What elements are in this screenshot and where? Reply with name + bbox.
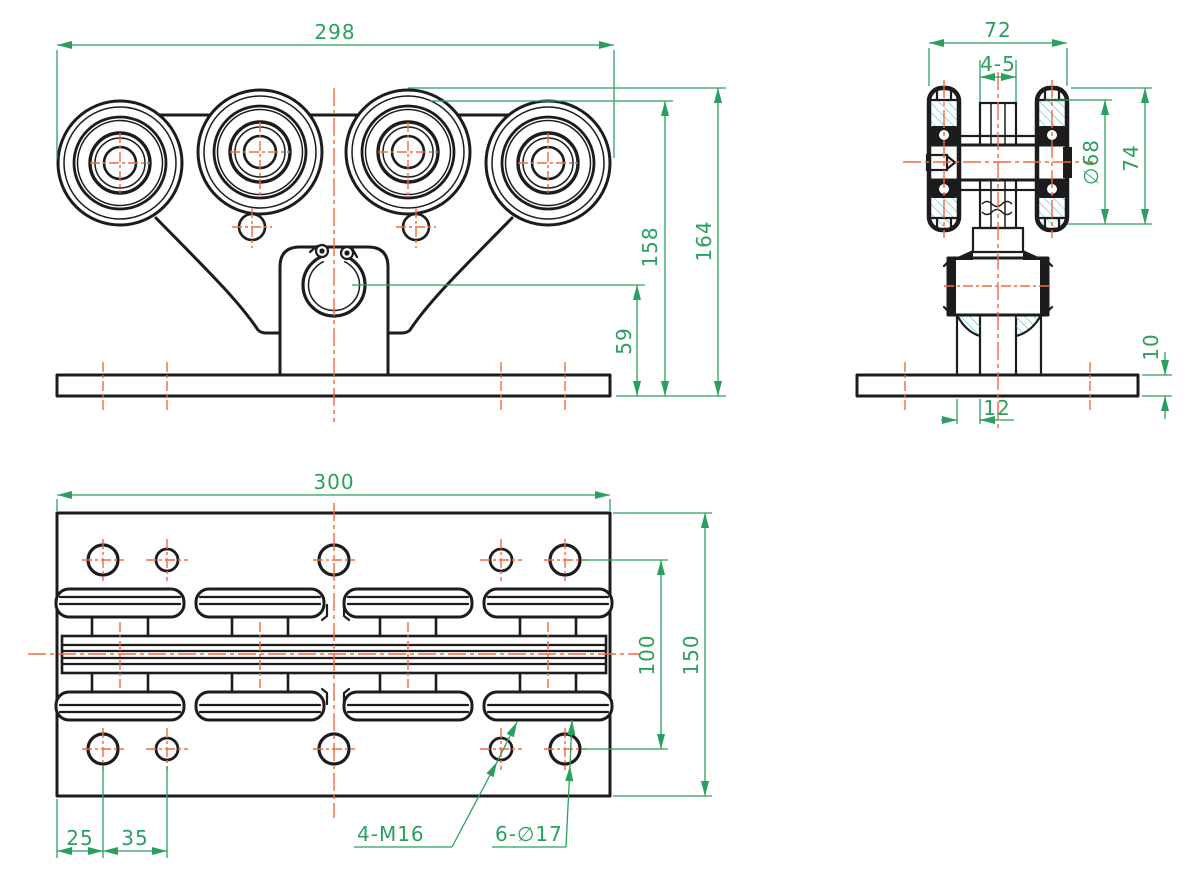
plan-wheels-bottom-row (54, 690, 614, 722)
dim-35: 35 (121, 826, 148, 850)
side-centerlines (903, 72, 1093, 428)
dim-164: 164 (692, 220, 716, 261)
dim-298: 298 (314, 20, 355, 44)
dim-158: 158 (638, 226, 662, 267)
plan-centerlines (28, 503, 640, 818)
dim-4-5: 4-5 (980, 52, 1016, 76)
dim-d68: ∅68 (1079, 139, 1103, 185)
front-centerlines (90, 88, 578, 422)
front-wheel-2 (196, 88, 324, 216)
plan-wheels-top-row (54, 587, 614, 619)
plan-axle-arms (90, 603, 578, 706)
front-wheel-1 (56, 99, 184, 227)
dim-100: 100 (635, 634, 659, 675)
side-dimensions: 72 4-5 ∅68 74 10 12 (928, 18, 1172, 425)
front-wheels (56, 88, 612, 227)
dim-12: 12 (983, 396, 1010, 420)
dim-74: 74 (1119, 144, 1143, 171)
side-hub-housing (942, 226, 1054, 317)
dim-25: 25 (66, 826, 93, 850)
side-view: 72 4-5 ∅68 74 10 12 (855, 18, 1172, 428)
dim-300: 300 (313, 470, 354, 494)
front-dimensions: 298 59 158 164 (56, 20, 726, 397)
leader-4-M16: 4-M16 (357, 822, 425, 846)
dim-10: 10 (1139, 333, 1163, 360)
side-support-column (955, 313, 1043, 377)
front-wheel-3 (344, 88, 472, 216)
dim-59: 59 (612, 327, 636, 354)
front-wheel-4 (484, 99, 612, 227)
front-view: 298 59 158 164 (55, 20, 726, 422)
leader-6-d17: 6-∅17 (495, 822, 563, 846)
dim-72: 72 (984, 18, 1011, 42)
plan-view: 300 100 150 25 35 4-M16 6-∅17 (28, 470, 712, 858)
plan-dimensions: 300 100 150 25 35 4-M16 6-∅17 (56, 470, 712, 858)
dim-150: 150 (679, 634, 703, 675)
